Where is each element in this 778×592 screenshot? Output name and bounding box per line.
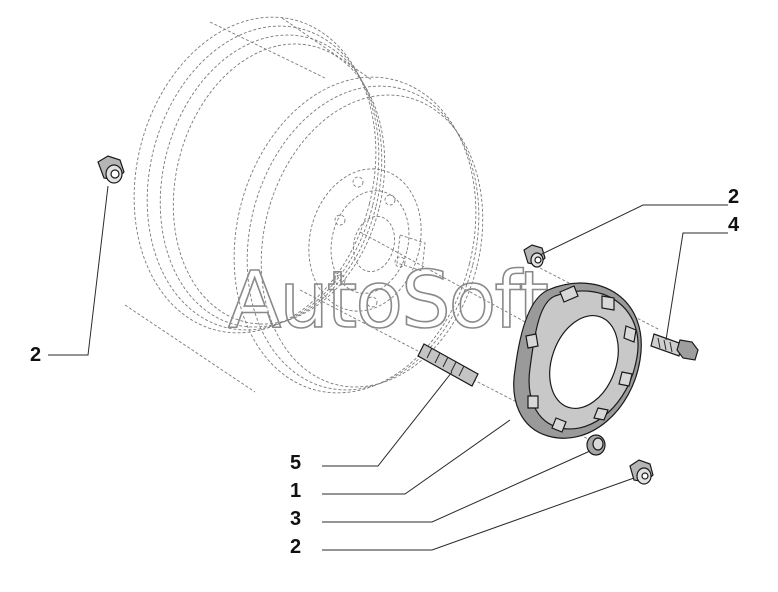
callout-upper-nut: 2 — [728, 186, 739, 208]
nut-lower — [629, 459, 654, 485]
watermark: AutoSoft — [228, 256, 547, 346]
leader-lines — [48, 185, 728, 551]
callout-wheel-weight: 1 — [290, 480, 301, 502]
wheel-hub-outline — [308, 168, 426, 312]
nut-upper — [523, 244, 546, 268]
threaded-stud — [417, 343, 479, 387]
bolt — [650, 333, 699, 361]
callout-bolt: 4 — [728, 214, 740, 236]
wheel-weight-ring — [513, 282, 642, 439]
callout-labels: 2 2 4 5 1 3 2 — [30, 186, 740, 558]
washer — [586, 434, 606, 456]
callout-left-nut: 2 — [30, 344, 41, 366]
wheel-rim-outline — [124, 16, 484, 394]
callout-washer: 3 — [290, 508, 301, 530]
nut-left — [97, 155, 125, 184]
callout-stud: 5 — [290, 452, 301, 474]
callout-lower-nut: 2 — [290, 536, 301, 558]
